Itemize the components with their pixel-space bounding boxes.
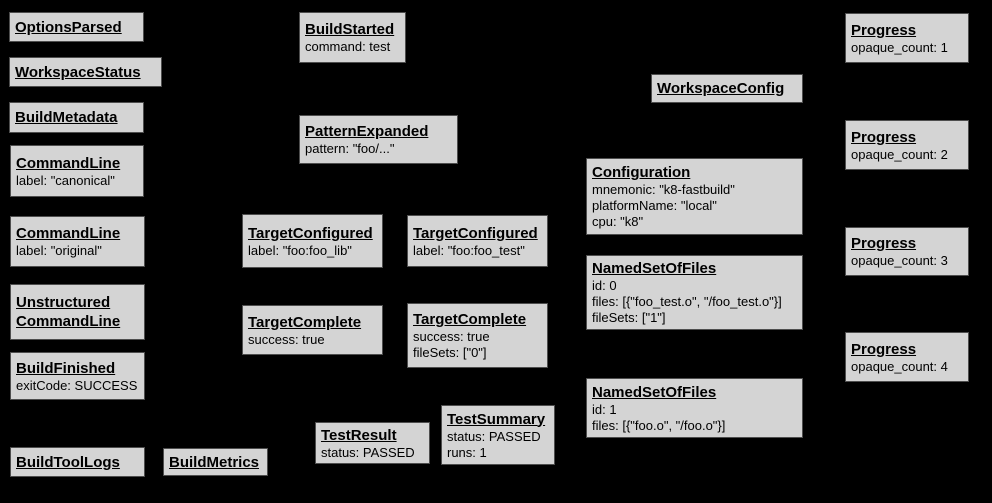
node-field: opaque_count: 1 <box>851 39 948 55</box>
node-field: label: "canonical" <box>16 172 115 188</box>
node-field: status: PASSED <box>447 428 541 444</box>
node-title: Configuration <box>592 164 691 181</box>
node-workspace-status: WorkspaceStatus <box>9 57 162 87</box>
node-field: mnemonic: "k8-fastbuild" <box>592 182 735 197</box>
node-title: TargetComplete <box>413 311 527 328</box>
node-field: opaque_count: 2 <box>851 146 948 162</box>
node-title: OptionsParsed <box>15 18 122 36</box>
node-title: NamedSetOfFiles <box>592 383 717 401</box>
node-title: Progress <box>851 235 917 252</box>
node-pattern-expanded: PatternExpanded pattern: "foo/..." <box>299 115 458 164</box>
node-field: files: [{"foo_test.o", "/foo_test.o"}] <box>592 294 782 309</box>
node-command-line-canonical: CommandLine label: "canonical" <box>10 145 144 197</box>
node-target-complete-test: TargetComplete success: true fileSets: [… <box>407 303 548 368</box>
node-title: TargetConfigured <box>248 224 373 242</box>
node-progress-4: Progress opaque_count: 4 <box>845 332 969 382</box>
node-field: command: test <box>305 39 391 54</box>
node-field: fileSets: ["1"] <box>592 310 666 325</box>
node-build-finished: BuildFinished exitCode: SUCCESS <box>10 352 145 400</box>
node-title-line2: CommandLine <box>16 313 121 330</box>
node-field: runs: 1 <box>447 444 487 460</box>
node-title: TargetComplete <box>248 313 362 331</box>
node-target-configured-foo-lib: TargetConfigured label: "foo:foo_lib" <box>242 214 383 268</box>
node-build-metadata: BuildMetadata <box>9 102 144 133</box>
node-title: PatternExpanded <box>305 123 429 140</box>
node-field: exitCode: SUCCESS <box>16 377 138 393</box>
node-title: WorkspaceConfig <box>657 80 785 97</box>
node-title: BuildMetrics <box>169 453 260 471</box>
node-progress-1: Progress opaque_count: 1 <box>845 13 969 63</box>
node-field: status: PASSED <box>321 444 415 460</box>
node-title: TargetConfigured <box>413 224 538 242</box>
node-title: Progress <box>851 21 917 39</box>
node-field: label: "foo:foo_test" <box>413 242 525 258</box>
node-title: CommandLine <box>16 154 121 172</box>
node-title: NamedSetOfFiles <box>592 260 717 277</box>
node-configuration: Configuration mnemonic: "k8-fastbuild" p… <box>586 158 803 235</box>
node-field: opaque_count: 3 <box>851 253 948 268</box>
node-command-line-original: CommandLine label: "original" <box>10 216 145 267</box>
node-target-configured-foo-test: TargetConfigured label: "foo:foo_test" <box>407 215 548 267</box>
node-progress-3: Progress opaque_count: 3 <box>845 227 969 276</box>
node-title: Unstructured <box>16 294 111 311</box>
node-title: Progress <box>851 340 917 358</box>
node-field: success: true <box>413 329 490 344</box>
node-field: success: true <box>248 331 325 347</box>
node-named-set-of-files-1: NamedSetOfFiles id: 1 files: [{"foo.o", … <box>586 378 803 438</box>
node-title: Progress <box>851 128 917 146</box>
node-field: files: [{"foo.o", "/foo.o"}] <box>592 417 726 433</box>
node-title: CommandLine <box>16 225 121 242</box>
node-build-started: BuildStarted command: test <box>299 12 406 63</box>
node-field: cpu: "k8" <box>592 214 644 229</box>
node-build-metrics: BuildMetrics <box>163 448 268 476</box>
node-title: BuildFinished <box>16 359 116 377</box>
node-named-set-of-files-0: NamedSetOfFiles id: 0 files: [{"foo_test… <box>586 255 803 330</box>
node-title: WorkspaceStatus <box>15 63 141 81</box>
node-title: TestResult <box>321 426 397 444</box>
node-workspace-config: WorkspaceConfig <box>651 74 803 103</box>
node-target-complete-lib: TargetComplete success: true <box>242 305 383 355</box>
node-options-parsed: OptionsParsed <box>9 12 144 42</box>
node-build-tool-logs: BuildToolLogs <box>10 447 145 477</box>
node-progress-2: Progress opaque_count: 2 <box>845 120 969 170</box>
node-title: BuildStarted <box>305 21 395 38</box>
node-field: label: "original" <box>16 243 102 258</box>
node-unstructured-command-line: Unstructured CommandLine <box>10 284 145 340</box>
node-field: id: 0 <box>592 278 617 293</box>
node-field: opaque_count: 4 <box>851 358 948 374</box>
node-title: BuildToolLogs <box>16 453 120 471</box>
node-field: pattern: "foo/..." <box>305 141 395 156</box>
node-field: id: 1 <box>592 401 617 417</box>
node-field: label: "foo:foo_lib" <box>248 242 352 258</box>
node-test-summary: TestSummary status: PASSED runs: 1 <box>441 405 555 465</box>
node-test-result: TestResult status: PASSED <box>315 422 430 464</box>
node-title: BuildMetadata <box>15 109 118 126</box>
node-field: fileSets: ["0"] <box>413 345 487 360</box>
node-field: platformName: "local" <box>592 198 717 213</box>
node-title: TestSummary <box>447 410 546 428</box>
